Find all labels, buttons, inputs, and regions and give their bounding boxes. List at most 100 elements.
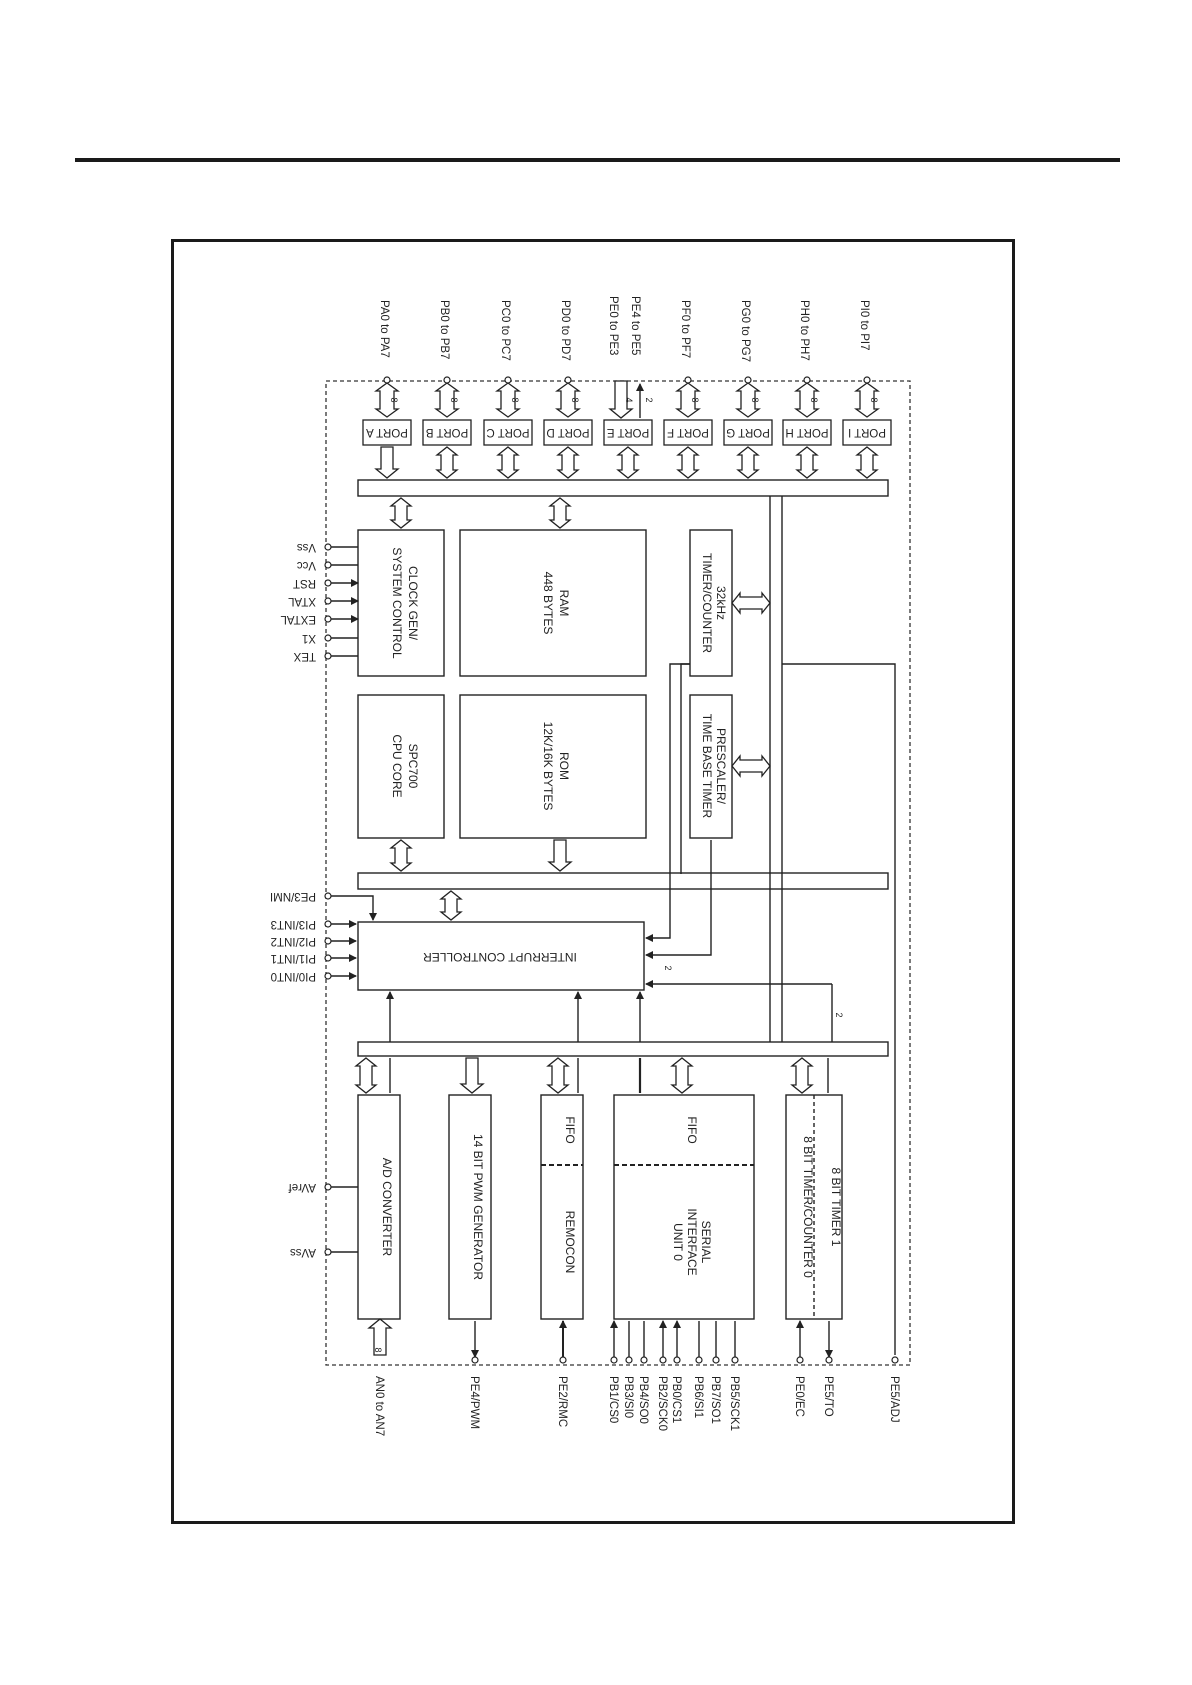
- serial-bus-arrow: [670, 1057, 694, 1094]
- remocon-block: [540, 1094, 584, 1320]
- int-pin-dot-2: [324, 937, 332, 945]
- clock-pin-label-6: TEX: [293, 650, 316, 662]
- port-bits-0: 8: [389, 397, 399, 402]
- clock-pin-label-2: RST: [293, 577, 316, 589]
- int-pin-label-1: PI3/INT3: [271, 918, 316, 930]
- int-pin-label-2: PI2/INT2: [271, 935, 316, 947]
- clock-pin-label-3: XTAL: [287, 595, 316, 607]
- timer-32khz-block: [689, 529, 733, 677]
- bottom-pin-label-12: PE5/TO: [822, 1376, 834, 1417]
- port-label-5: PORT F: [667, 426, 709, 438]
- serial-label-3: UNIT 0: [671, 1223, 685, 1261]
- clock-pin-label-4: EXTAL: [280, 613, 316, 625]
- port-pin-dot-7: [803, 376, 811, 384]
- port-bits-1: 8: [449, 397, 459, 402]
- timer-32khz-label-1: 32kHz: [714, 586, 728, 620]
- adc-pin-dot-0: [324, 1183, 332, 1191]
- cpu-bus-arrow: [389, 839, 413, 872]
- clock-pin-dot-0: [324, 543, 332, 551]
- adc-bus-arrow: [354, 1057, 378, 1094]
- bottom-pin-label-1: PE4/PWM: [468, 1376, 480, 1429]
- port-bits2-4: 2: [644, 397, 654, 402]
- int-pin-dot-4: [324, 972, 332, 980]
- port-bits-8: 8: [869, 397, 879, 402]
- adj-line: [782, 663, 896, 1355]
- prescaler-label-2: TIME BASE TIMER: [700, 714, 714, 819]
- timer1-label: 8 BIT TIMER 1: [829, 1168, 843, 1247]
- port-bus-arrow-8: [855, 446, 879, 479]
- port-block-6: [723, 419, 773, 446]
- port-e-in-arrow: [608, 380, 634, 419]
- top-bus: [357, 479, 889, 497]
- bottom-pin-label-8: PB6/SI1: [692, 1376, 704, 1418]
- port-bits-6: 8: [750, 397, 760, 402]
- port-pins-3: PD0 to PD7: [559, 300, 571, 361]
- port-bits-2: 8: [510, 397, 520, 402]
- bottom-pin-dot-3: [610, 1356, 618, 1364]
- timer0-label: 8 BIT TIMER/COUNTER 0: [801, 1136, 815, 1278]
- int-pin-dot-1: [324, 920, 332, 928]
- middle-bus: [357, 872, 889, 890]
- timer32-to-int: [645, 663, 690, 942]
- port-pin-dot-8: [863, 376, 871, 384]
- timer32-bus-arrow: [731, 591, 771, 615]
- port-pins-8: PI0 to PI7: [858, 300, 870, 351]
- port-block-4: [603, 419, 653, 446]
- port-bits-5: 8: [690, 397, 700, 402]
- serial-label-2: INTERFACE: [685, 1208, 699, 1275]
- port-pins-0: PA0 to PA7: [378, 300, 390, 358]
- bottom-pin-label-13: PE5/ADJ: [888, 1376, 900, 1423]
- port-pin-arrow-7: [794, 382, 820, 418]
- port-block-1: [422, 419, 472, 446]
- port-label-1: PORT B: [425, 426, 468, 438]
- nmi-wire: [330, 895, 377, 921]
- clock-pin-dot-1: [324, 561, 332, 569]
- bottom-pin-dot-13: [891, 1356, 899, 1364]
- bottom-pin-label-11: PE0/EC: [793, 1376, 805, 1417]
- serial-fifo-label: FIFO: [685, 1116, 699, 1143]
- bottom-pin-dot-8: [695, 1356, 703, 1364]
- rom-block: [459, 694, 647, 839]
- timer32-to-bus: [680, 663, 690, 874]
- port-pin-arrow-8: [854, 382, 880, 418]
- port-pins2-4: PE4 to PE5: [629, 296, 641, 355]
- port-block-0: [362, 419, 412, 446]
- clock-pin-dot-4: [324, 615, 332, 623]
- figure-frame: [171, 239, 1015, 1524]
- bottom-pin-dot-4: [625, 1356, 633, 1364]
- int-pin-dot-3: [324, 954, 332, 962]
- port-pins-7: PH0 to PH7: [798, 300, 810, 361]
- port-label-0: PORT A: [366, 426, 408, 438]
- interrupt-controller-label: INTERRUPT CONTROLLER: [423, 950, 577, 964]
- port-pins-4: PE0 to PE3: [607, 296, 619, 355]
- port-label-8: PORT I: [848, 426, 886, 438]
- port-bus-arrow-5: [676, 446, 700, 479]
- port-bus-arrow-3: [556, 446, 580, 479]
- clock-gen-label-1: CLOCK GEN/: [406, 566, 420, 641]
- wires-group: [330, 380, 896, 1358]
- port-pin-arrow-5: [675, 382, 701, 418]
- cpu-core-block: [357, 694, 445, 839]
- port-bits-7: 8: [809, 397, 819, 402]
- port-pin-dot-5: [684, 376, 692, 384]
- port-label-2: PORT C: [486, 426, 529, 438]
- port-bits-4: 4: [624, 397, 634, 402]
- remocon-bus-arrow: [546, 1057, 570, 1094]
- bottom-pin-dot-9: [712, 1356, 720, 1364]
- clock-pin-label-0: Vss: [297, 541, 316, 553]
- bottom-pin-label-7: PB0/CS1: [670, 1376, 682, 1423]
- prescaler-bus-arrow: [731, 754, 771, 778]
- port-label-6: PORT G: [726, 426, 770, 438]
- port-pin-arrow-0: [374, 382, 400, 418]
- serial-label-1: SERIAL: [699, 1221, 713, 1264]
- adc-pin-label-1: AVss: [290, 1246, 316, 1258]
- bottom-pin-dot-12: [825, 1356, 833, 1364]
- int-pin-label-0: PE3/NMI: [270, 890, 316, 902]
- prescaler-label-1: PRESCALER/: [714, 728, 728, 805]
- int-pin-dot-0: [324, 892, 332, 900]
- an-input-arrow: [367, 1318, 393, 1356]
- ram-label-1: RAM: [557, 590, 571, 617]
- bottom-pin-label-4: PB3/SI0: [622, 1376, 634, 1418]
